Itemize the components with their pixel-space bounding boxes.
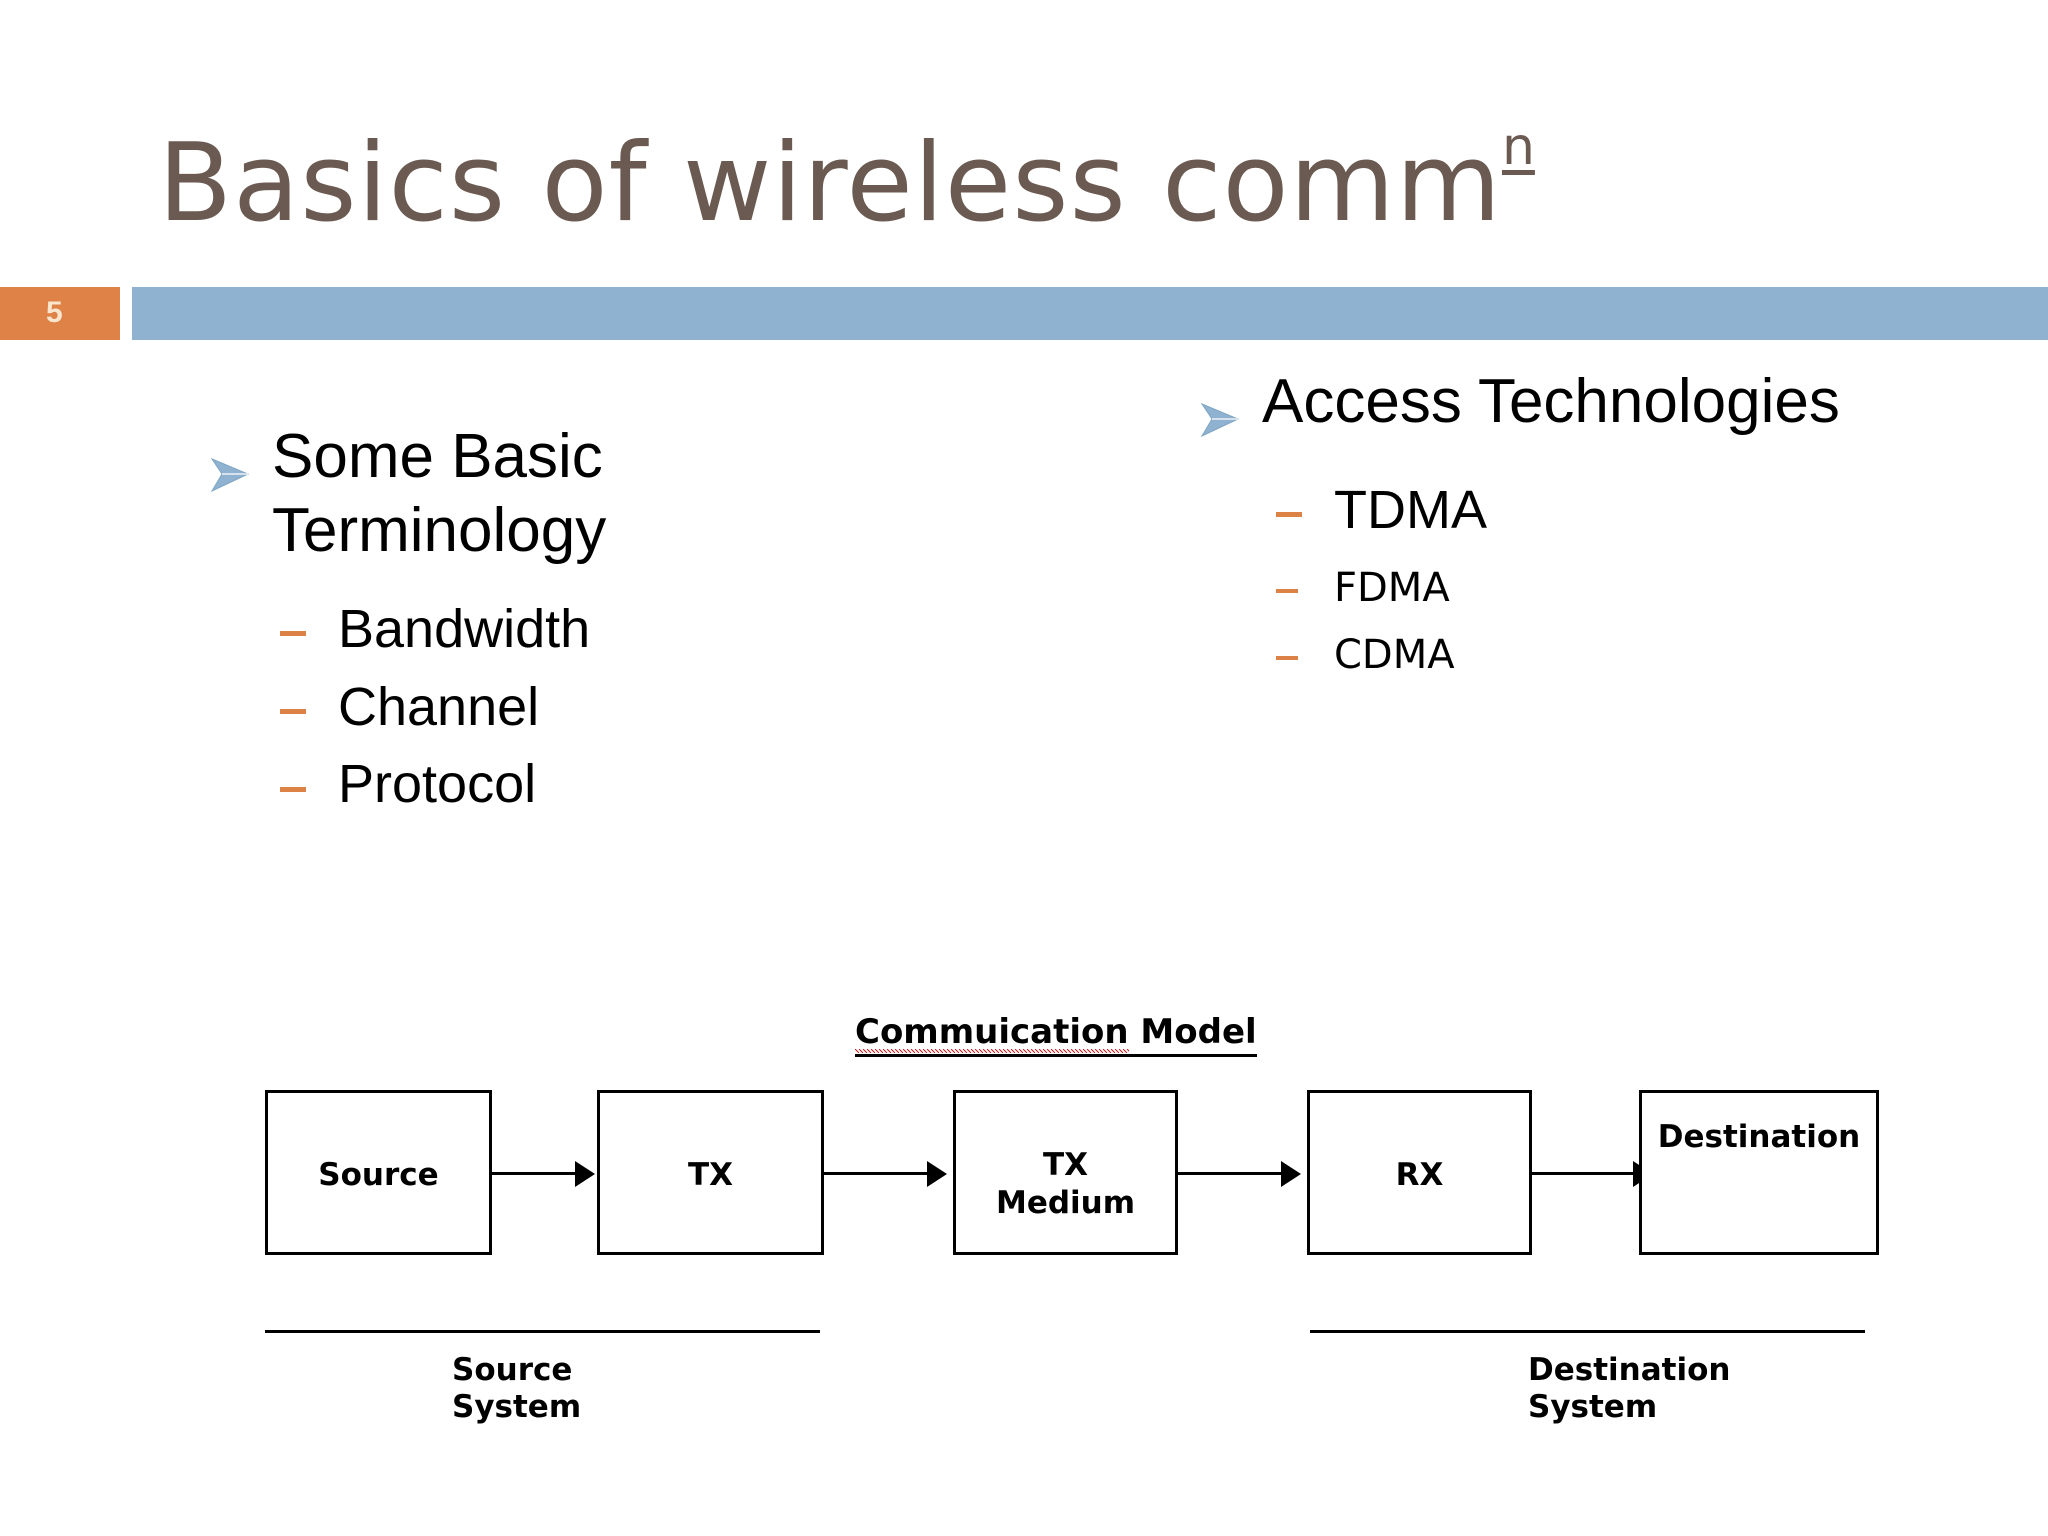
bullet-heading-label: Some Basic Terminology [272,422,607,565]
list-item: Channel [280,676,940,740]
bullet-heading-label: Access Technologies [1262,367,1840,436]
list-item-label: Protocol [338,754,537,815]
sublist-terminology: Bandwidth Channel Protocol [200,598,940,817]
arrow-bullet-icon [208,438,252,493]
bullet-heading-terminology: Some Basic Terminology [200,420,940,568]
list-item: Bandwidth [280,598,940,662]
dash-bullet-icon [280,709,306,715]
list-item: CDMA [1276,632,1950,679]
page-number: 5 [46,296,63,329]
diagram-arrow-head-icon [575,1161,595,1187]
list-item-label: CDMA [1334,631,1455,678]
communication-model-diagram: Commuication Model Source TX TX Medium R… [0,1000,2048,1480]
source-system-label-line2: System [452,1389,582,1425]
source-system-bracket [265,1330,820,1333]
arrow-bullet-icon [1198,383,1242,438]
diagram-arrow-head-icon [1281,1161,1301,1187]
page-title-text: Basics of wireless comm [158,121,1502,246]
list-item: TDMA [1276,479,1950,543]
list-item-label: FDMA [1334,564,1450,611]
diagram-box-label-line2: Medium [995,1185,1136,1221]
dash-bullet-icon [280,631,306,637]
dash-bullet-icon [1276,588,1298,593]
source-system-label-line1: Source [452,1352,573,1388]
destination-system-bracket [1310,1330,1865,1333]
diagram-arrow-line [1178,1172,1288,1175]
diagram-box-destination: Destination [1639,1090,1879,1255]
diagram-box-label: Destination [1657,1119,1861,1155]
destination-system-label-line2: System [1528,1389,1658,1425]
diagram-arrow-line [492,1172,582,1175]
diagram-box-source: Source [265,1090,492,1255]
diagram-arrow-line [824,1172,934,1175]
diagram-arrow-line [1532,1172,1640,1175]
bullet-heading-access-technologies: Access Technologies [1190,365,1950,439]
sublist-access-technologies: TDMA FDMA CDMA [1190,479,1950,679]
page-title-superscript: n [1501,117,1535,177]
diagram-box-tx-medium: TX Medium [953,1090,1178,1255]
diagram-box-label: TX [687,1157,734,1193]
diagram-box-tx: TX [597,1090,824,1255]
diagram-arrow-head-icon [927,1161,947,1187]
content-column-right: Access Technologies TDMA FDMA CDMA [1190,365,1950,699]
list-item-label: Channel [338,676,540,737]
dash-bullet-icon [280,786,306,792]
diagram-box-label: RX [1395,1157,1444,1193]
list-item: Protocol [280,753,940,817]
diagram-box-label-line1: TX [1042,1147,1089,1183]
page-number-badge: 5 [0,287,120,340]
list-item-label: Bandwidth [338,599,591,659]
header-accent-bar [132,287,2048,340]
destination-system-label-line1: Destination [1528,1352,1731,1388]
content-column-left: Some Basic Terminology Bandwidth Channel… [200,420,940,831]
diagram-title: Commuication Model [855,1012,1257,1057]
list-item-label: TDMA [1334,480,1487,540]
list-item: FDMA [1276,565,1950,612]
diagram-box-label: Source [318,1157,439,1193]
diagram-box-rx: RX [1307,1090,1532,1255]
dash-bullet-icon [1276,512,1302,518]
page-title: Basics of wireless commn [158,82,1858,246]
diagram-title-rest: Model [1128,1012,1257,1052]
dash-bullet-icon [1276,655,1298,660]
diagram-title-misspelled-word: Commuication [855,1012,1129,1053]
